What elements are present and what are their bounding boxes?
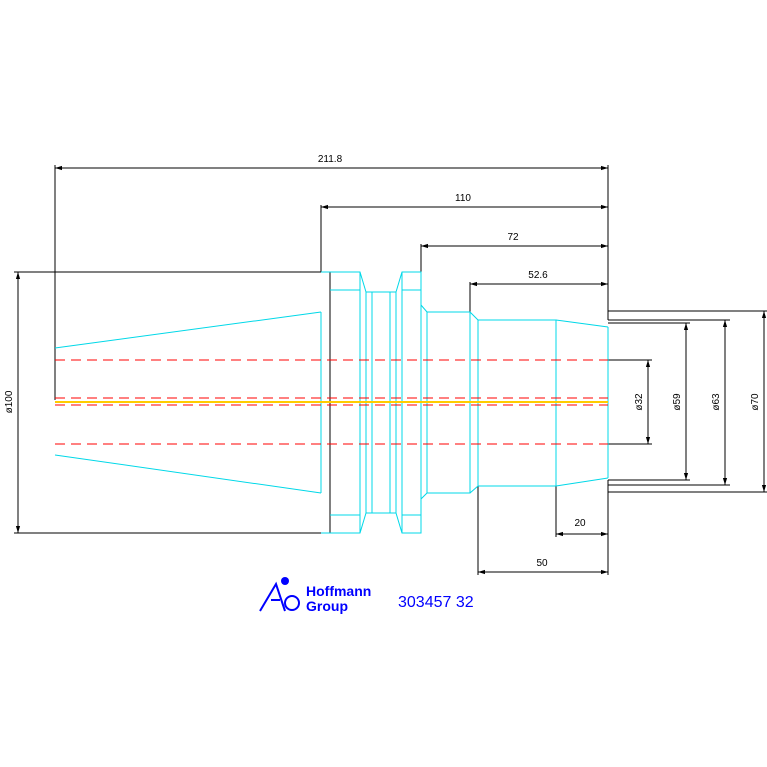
logo-line2: Group [306,598,348,614]
dim-length-110: 110 [455,193,471,204]
dim-diameter-59: ø59 [672,393,683,411]
dim-diameter-70: ø70 [750,393,761,411]
dim-length-72: 72 [507,232,519,243]
hoffmann-logo: Hoffmann Group [259,577,371,614]
dim-diameter-32: ø32 [634,393,645,411]
dim-diameter-63: ø63 [711,393,722,411]
dim-length-50: 50 [536,558,548,569]
dim-length-52-6: 52.6 [528,270,548,281]
dimension-lines [14,165,767,575]
hidden-lines [55,359,608,445]
hoffmann-logo-icon [259,577,300,612]
logo-line1: Hoffmann [306,583,371,599]
dim-diameter-100: ø100 [4,390,15,413]
dim-length-20: 20 [574,518,586,529]
dimension-labels: 211.8 110 72 52.6 20 50 ø100 ø32 ø59 ø63… [4,154,761,569]
part-number: 303457 32 [398,594,474,611]
dim-overall-length: 211.8 [318,154,343,165]
